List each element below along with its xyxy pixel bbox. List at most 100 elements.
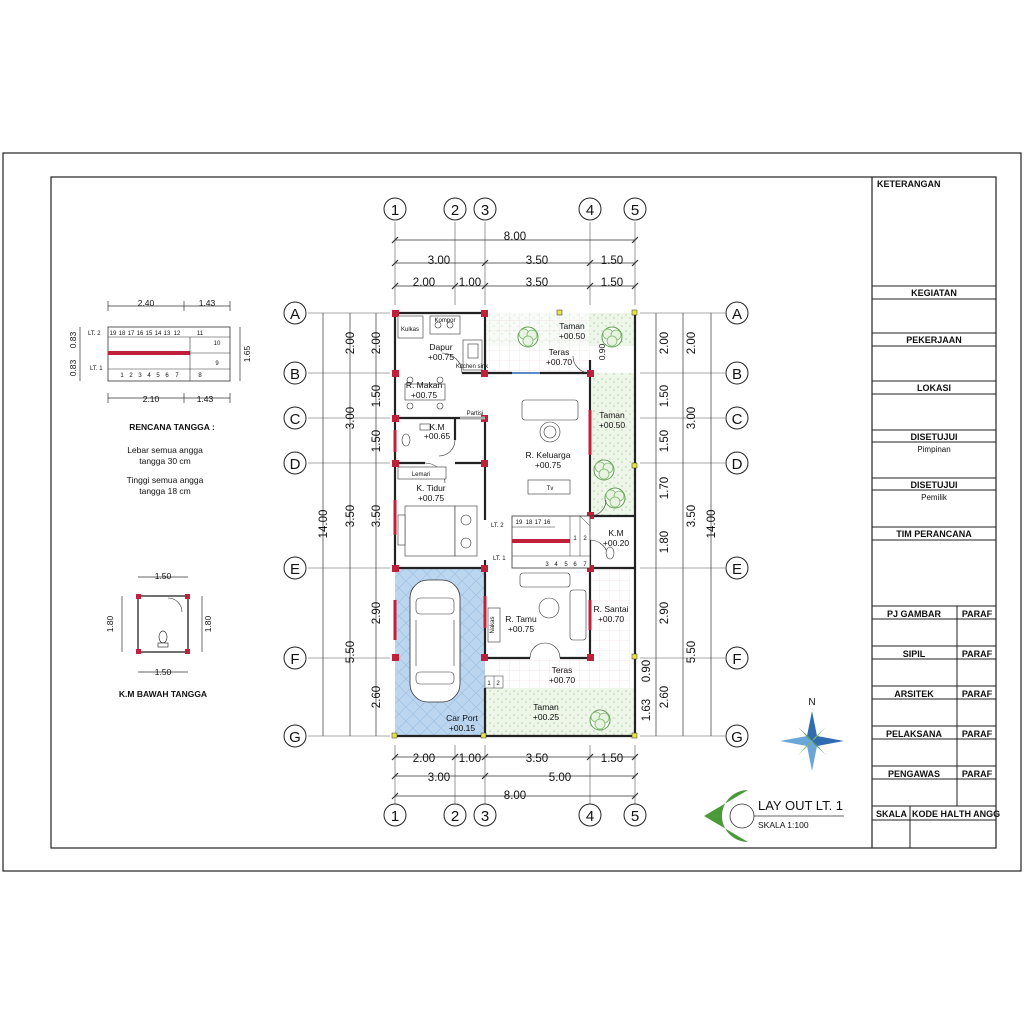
dim-right-inner: 1.50 — [659, 385, 671, 407]
dim-left-inner: 1.50 — [371, 385, 383, 407]
north-label: N — [808, 697, 815, 708]
stair-step-number: 3 — [138, 373, 142, 379]
stair-dim-left: 0.83 — [68, 331, 78, 348]
dim-left-inner: 3.50 — [371, 505, 383, 527]
grid-row-label: C — [732, 411, 743, 428]
stair-step-number: 8 — [198, 373, 202, 379]
room-level: +00.50 — [599, 420, 626, 430]
tb-row-label: PJ GAMBAR — [887, 609, 942, 619]
stair-dim-bottom: 1.43 — [197, 394, 214, 404]
dim-right-inner: 1.50 — [659, 430, 671, 452]
dim-left-inner: 2.60 — [371, 686, 383, 708]
dim-top-1: 1.50 — [601, 255, 623, 267]
grid-col-label: 4 — [586, 808, 594, 825]
tb-skala: SKALA — [876, 809, 907, 819]
dim-left-outer: 3.50 — [345, 505, 357, 527]
room-name: Teras — [549, 347, 570, 357]
dim-left-inner: 2.00 — [371, 332, 383, 354]
grid-col-label: 2 — [451, 808, 459, 825]
stair-step-number: 19 — [110, 331, 117, 337]
room-level: +00.75 — [428, 352, 455, 362]
tb-row-label: PENGAWAS — [888, 769, 940, 779]
dim-top-2: 1.50 — [601, 277, 623, 289]
grid-row-label: F — [290, 651, 299, 668]
dim-top-1: 3.50 — [526, 255, 548, 267]
dim-left-inner: 1.50 — [371, 430, 383, 452]
openings — [393, 372, 592, 640]
stair-dim-right: 1.65 — [242, 345, 252, 362]
stair-note: Lebar semua angga — [127, 445, 203, 455]
sheet-outer-border — [2, 152, 1022, 872]
garden-bottom — [485, 688, 635, 736]
main-stair: 19 18 17 16 1 2 3 4 5 6 7 LT. 2 LT. 1 — [491, 515, 591, 569]
kompor-label: Kompor — [434, 318, 455, 324]
dims-right — [655, 313, 712, 736]
room-level: +00.75 — [508, 624, 535, 634]
dim-garden-top: 0.90 — [597, 343, 607, 360]
room-name: Taman — [533, 702, 559, 712]
lemari-label: Lemari — [412, 472, 430, 478]
room-level: +00.75 — [418, 493, 445, 503]
tb-row-paraf: PARAF — [962, 609, 993, 619]
dim-right-inner: 1.80 — [659, 531, 671, 553]
grid-row-label: E — [290, 561, 300, 578]
grid-row-label: F — [732, 651, 741, 668]
dim-top-1: 3.00 — [428, 255, 450, 267]
stair-step-number: 13 — [164, 331, 171, 337]
room-level: +00.15 — [449, 723, 476, 733]
stair-step-number: 9 — [215, 361, 219, 367]
stair-step-number: 19 — [516, 520, 523, 526]
dim-bottom-1: 1.00 — [459, 753, 481, 765]
dims-left — [322, 313, 377, 736]
tb-tim-perancana: TIM PERANCANA — [896, 529, 972, 539]
furniture-labels: Kulkas Kompor Kitchen sink Partisi Lemar… — [401, 318, 553, 634]
grid-bubbles: 1 2 3 4 5 1 2 3 4 5 A B C D E F G A — [283, 197, 749, 827]
kitchen-sink-label: Kitchen sink — [456, 364, 489, 370]
stair-dim-top: 1.43 — [199, 298, 216, 308]
tb-jml-angg: TH ANGG — [959, 809, 1000, 819]
stair-step-number: 1 — [573, 536, 577, 542]
grid-row-label: D — [290, 456, 301, 473]
dim-bottom-2: 5.00 — [549, 772, 571, 784]
stair-lt2-label: LT. 2 — [88, 331, 101, 337]
car-icon — [409, 579, 461, 703]
dim-left-outer: 5.50 — [345, 641, 357, 663]
dim-total-height-right: 14.00 — [706, 510, 718, 539]
stair-step-number: 11 — [197, 331, 204, 337]
tb-row-label: SIPIL — [903, 649, 926, 659]
stair-dim-top: 2.40 — [138, 298, 155, 308]
grid-col-label: 1 — [391, 808, 399, 825]
dim-bottom-2: 3.00 — [428, 772, 450, 784]
stair-step-number: 2 — [583, 536, 587, 542]
km-detail: 1.50 1.80 1.80 1.50 K.M BAWAH TANGGA — [105, 571, 213, 699]
km-dim-bottom: 1.50 — [155, 667, 172, 677]
room-level: +00.50 — [559, 331, 586, 341]
nakas-label: Nakas — [490, 616, 496, 633]
stair-step-number: 7 — [175, 373, 179, 379]
grid-row-label: B — [290, 366, 300, 383]
stair-note: tangga 30 cm — [139, 456, 191, 466]
stair-step-number: 6 — [573, 562, 577, 568]
room-level: +00.75 — [535, 460, 562, 470]
tb-row-paraf: PARAF — [962, 689, 993, 699]
furniture — [397, 315, 615, 643]
grid-col-label: 4 — [586, 202, 594, 219]
stair-dim-left: 0.83 — [68, 359, 78, 376]
tb-row-paraf: PARAF — [962, 769, 993, 779]
dim-left-outer: 2.00 — [345, 332, 357, 354]
santai-floor — [590, 568, 630, 658]
stair-detail: 2.40 1.43 19 18 17 16 15 14 13 12 11 10 … — [68, 298, 252, 496]
kulkas-label: Kulkas — [401, 327, 419, 333]
sheet-inner-border — [50, 176, 997, 849]
room-name: Taman — [559, 321, 585, 331]
room-level: +00.70 — [546, 357, 573, 367]
stair-dim-bottom: 2.10 — [143, 394, 160, 404]
column-markers — [391, 309, 638, 739]
tb-row-label: ARSITEK — [894, 689, 934, 699]
dim-total-width: 8.00 — [504, 231, 526, 243]
main-stair-lt1: LT. 1 — [493, 556, 506, 562]
dim-right-inner: 0.90 — [641, 660, 653, 682]
room-name: Teras — [552, 665, 573, 675]
tb-pimpinan: Pimpinan — [917, 445, 950, 454]
